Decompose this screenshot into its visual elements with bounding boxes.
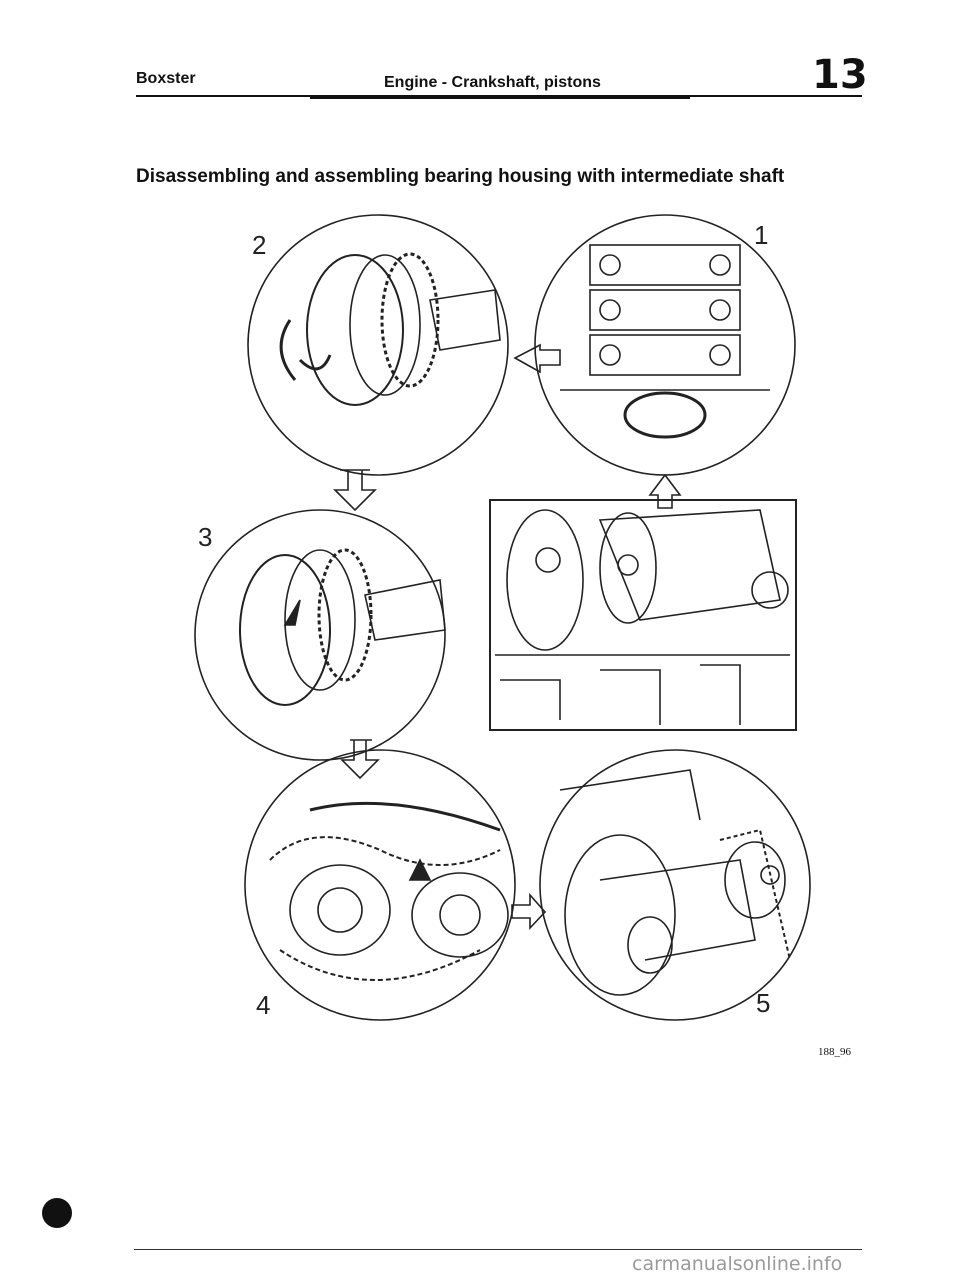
footer-rule: [134, 1249, 862, 1250]
arrow-left: [513, 343, 561, 374]
arrow-up: [648, 473, 682, 509]
step-label-3: 3: [198, 522, 212, 552]
step-label-5: 5: [756, 988, 770, 1018]
arrow-down-2: [340, 739, 380, 780]
header-rule-thick: [310, 95, 690, 99]
detail-circle-1: [534, 214, 796, 476]
arrow-down-1: [333, 469, 377, 512]
step-label-1: 1: [754, 220, 768, 250]
figure-code: 188_96: [818, 1046, 851, 1058]
watermark-text: carmanualsonline.info: [632, 1253, 843, 1275]
header-model: Boxster: [136, 70, 196, 87]
header-group-number: 13: [812, 52, 868, 98]
arrow-right: [511, 892, 547, 931]
detail-circle-5: [539, 749, 811, 1021]
step-label-2: 2: [252, 230, 266, 260]
header-section: Engine - Crankshaft, pistons: [384, 74, 601, 91]
detail-circle-3: [194, 509, 446, 761]
step-label-4: 4: [256, 990, 270, 1020]
page-hole-mark: [42, 1198, 72, 1228]
engine-view: [489, 499, 797, 731]
detail-circle-2: [247, 214, 509, 476]
page-title: Disassembling and assembling bearing hou…: [136, 166, 785, 187]
detail-circle-4: [244, 749, 516, 1021]
